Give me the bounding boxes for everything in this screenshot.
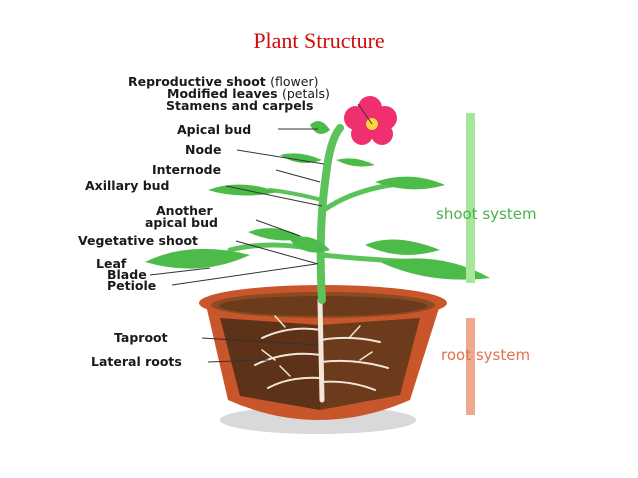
label-leaf: Leaf [96, 256, 127, 271]
label-modified-leaves: Modified leaves (petals) [167, 86, 330, 101]
leaf-big-right [380, 258, 490, 280]
leader-another-apical [255, 219, 301, 237]
root-system-bar [466, 318, 475, 415]
label-another: Another [156, 203, 214, 218]
leader-petiole [171, 263, 317, 286]
leader-node [236, 149, 325, 165]
flower [344, 96, 397, 145]
leader-stamens [357, 103, 373, 125]
label-vegetative-shoot: Vegetative shoot [78, 233, 198, 248]
leader-taproot [201, 337, 319, 346]
label-apical-bud-2: apical bud [145, 215, 218, 230]
label-apical-bud: Apical bud [177, 122, 251, 137]
shoot-system-bar [466, 113, 475, 283]
leaf-big-left [145, 248, 250, 269]
leaf-top-right [375, 176, 445, 190]
label-stamens-carpels: Stamens and carpels [166, 98, 313, 113]
leader-lateral-roots [207, 359, 269, 363]
leaf-apical [310, 121, 330, 134]
leader-internode [275, 169, 321, 183]
label-internode: Internode [152, 162, 221, 177]
label-root-system: root system [441, 346, 530, 364]
leaf-node-right [336, 158, 375, 167]
label-shoot-system: shoot system [436, 205, 537, 223]
leaf-upper-right [365, 239, 440, 255]
label-axillary-bud: Axillary bud [85, 178, 170, 193]
label-reproductive-shoot: Reproductive shoot (flower) [128, 74, 318, 89]
label-blade: Blade [107, 267, 147, 282]
label-taproot: Taproot [114, 330, 168, 345]
leaf-upper-left [248, 228, 305, 241]
label-lateral-roots: Lateral roots [91, 354, 182, 369]
leaf-lower-mid [290, 236, 330, 253]
label-petiole: Petiole [107, 278, 156, 293]
pot [199, 285, 447, 420]
label-node: Node [185, 142, 221, 157]
roots [254, 297, 389, 403]
leader-vegetative [235, 240, 319, 265]
page-title: Plant Structure [253, 28, 385, 53]
leader-axillary-bud [225, 185, 323, 207]
leader-blade [149, 267, 211, 276]
leaf-node-left [280, 153, 322, 164]
